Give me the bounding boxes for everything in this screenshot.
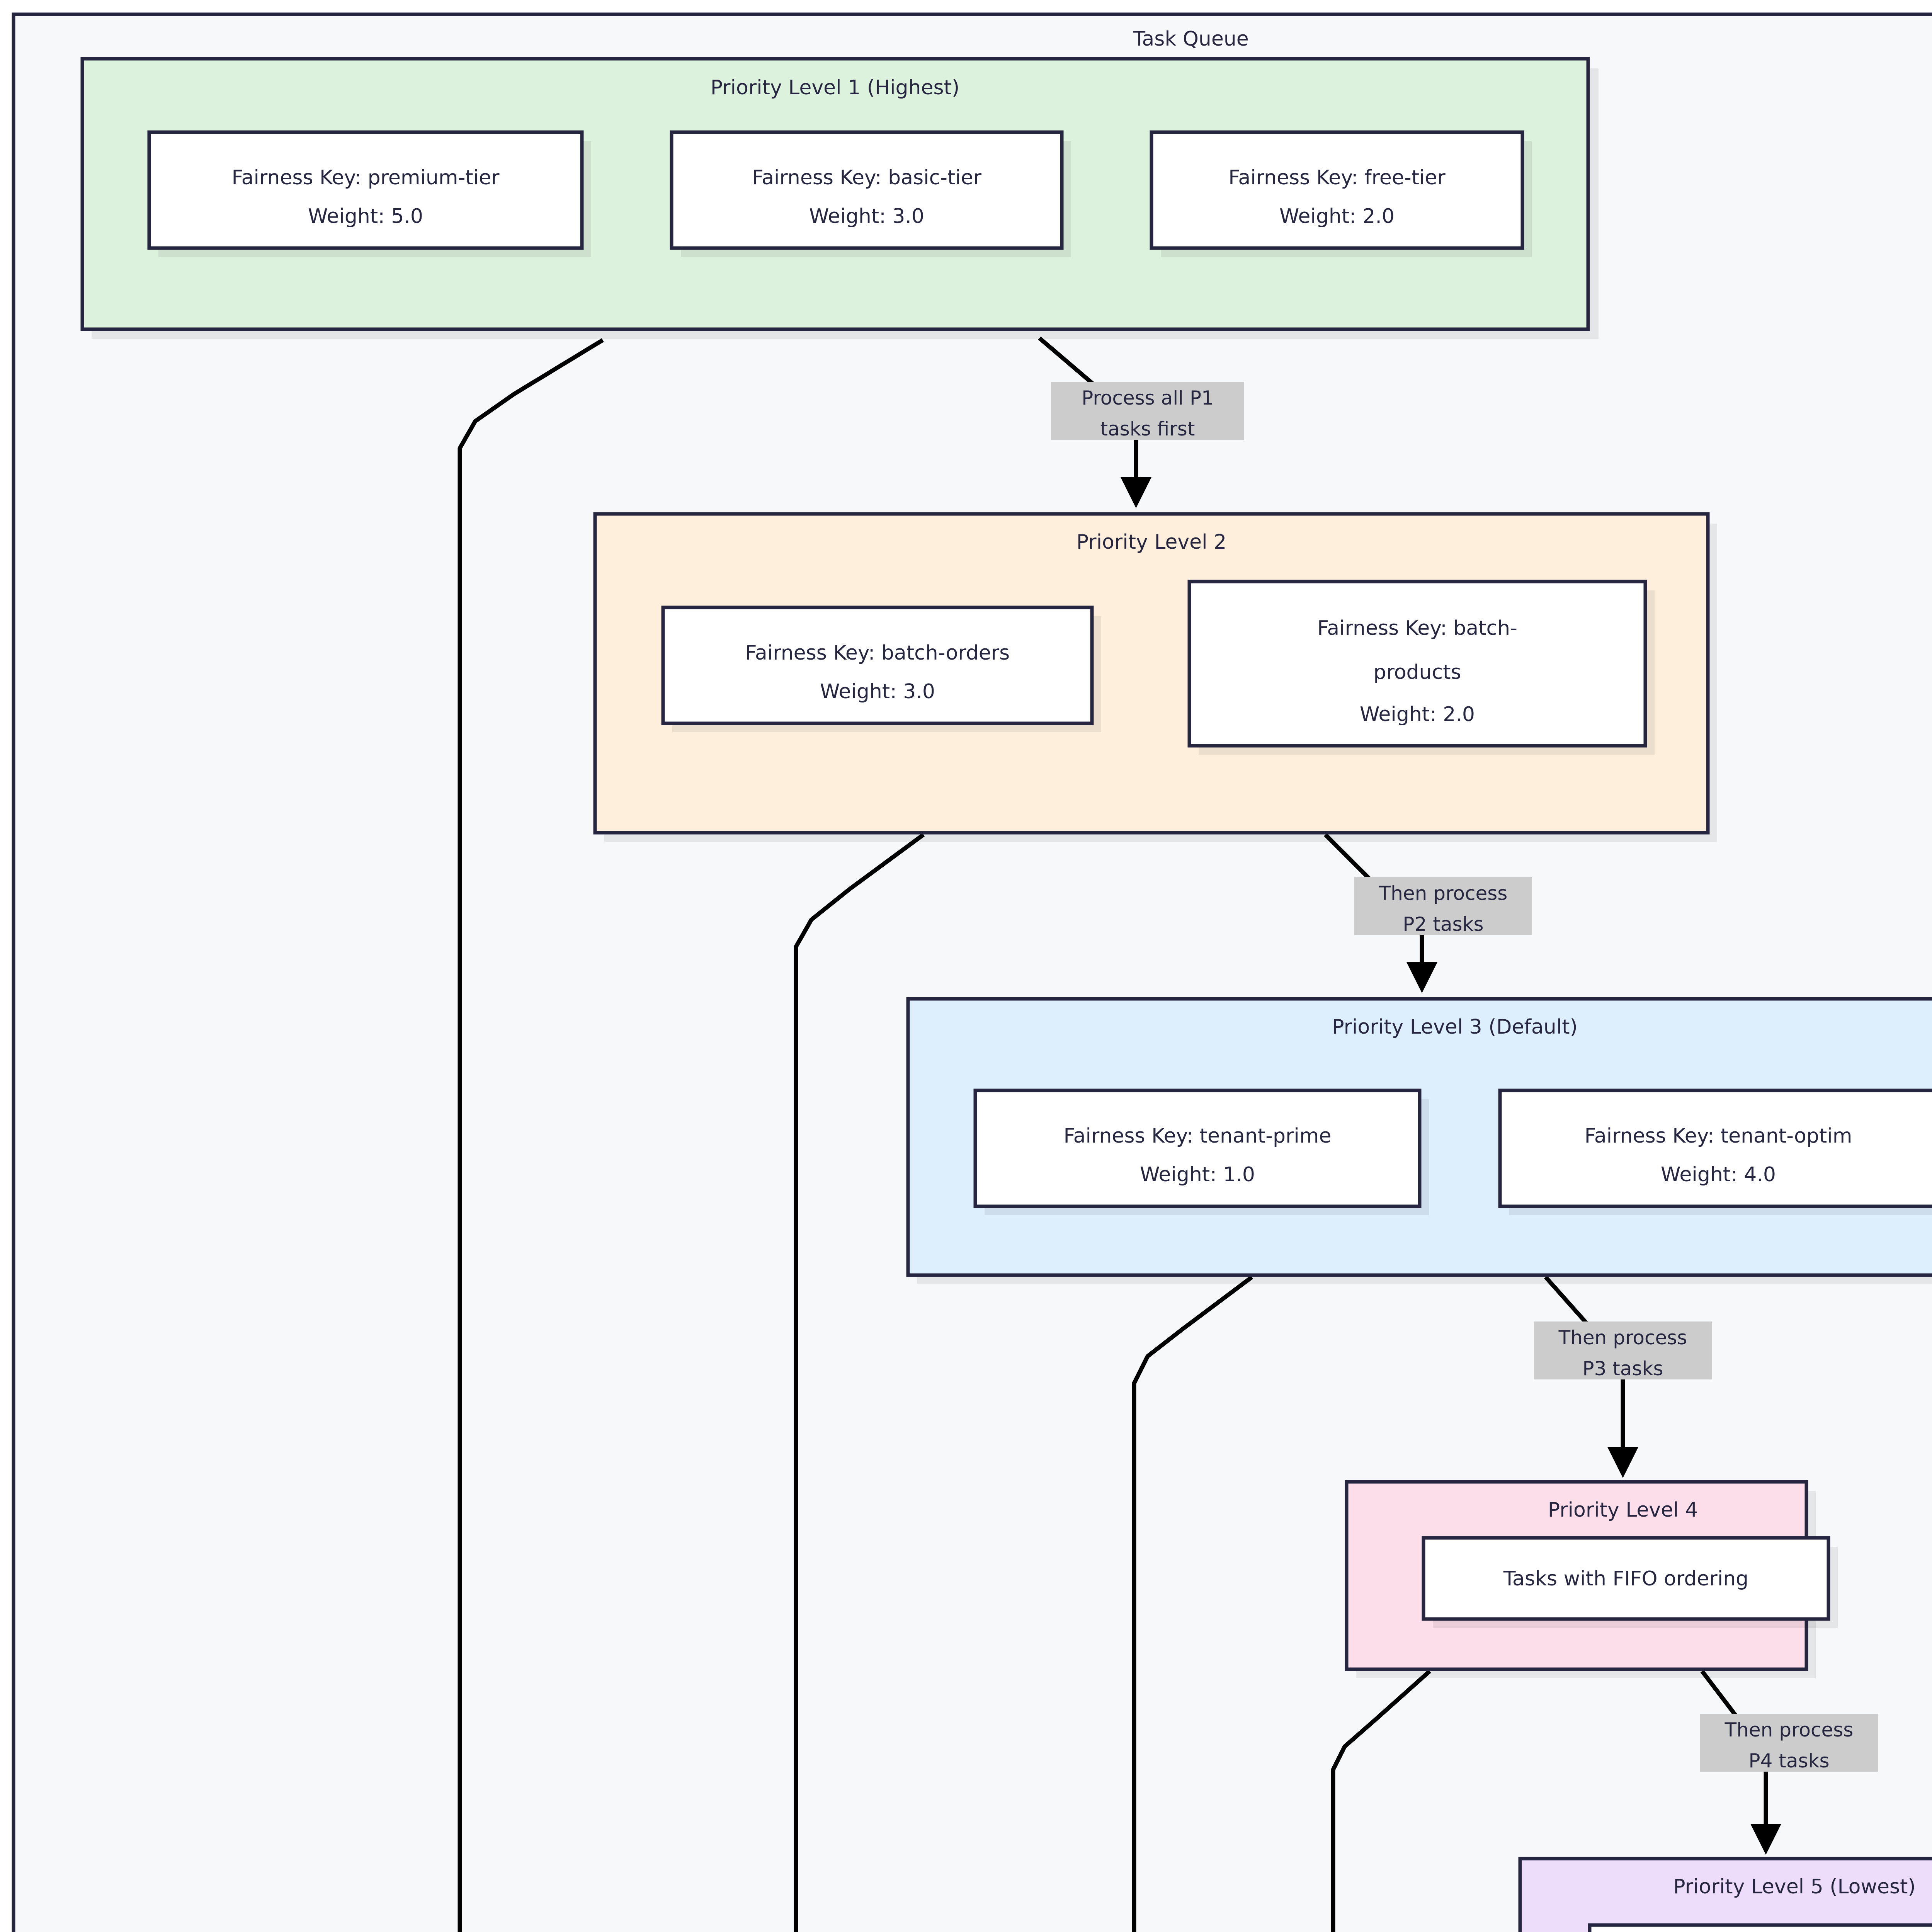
edge-p1-workers bbox=[457, 338, 604, 1932]
edge-label-e3-bg bbox=[1534, 1321, 1712, 1379]
edge-p3-workers bbox=[1132, 1275, 1253, 1932]
arrowhead-p3-p4 bbox=[1607, 1447, 1638, 1478]
p2-item-1-weight: Weight: 2.0 bbox=[1360, 703, 1475, 726]
p1-item-0-weight: Weight: 5.0 bbox=[308, 205, 423, 228]
p2-item-0-key: Fairness Key: batch-orders bbox=[745, 641, 1010, 665]
cluster-p1-title: Priority Level 1 (Highest) bbox=[711, 76, 960, 99]
cluster-p4-title: Priority Level 4 bbox=[1548, 1498, 1698, 1522]
p2-item-1-key: Fairness Key: batch- bbox=[1317, 617, 1517, 640]
p3-item-1[interactable] bbox=[1498, 1088, 1932, 1208]
p1-item-2-key: Fairness Key: free-tier bbox=[1228, 166, 1446, 189]
task-queue-title: Task Queue bbox=[1133, 27, 1249, 51]
p1-item-1-key: Fairness Key: basic-tier bbox=[752, 166, 982, 189]
edge-label-e3-line2: P3 tasks bbox=[1582, 1357, 1663, 1380]
p4-item-0[interactable] bbox=[1422, 1536, 1830, 1621]
p2-item-0[interactable] bbox=[661, 605, 1094, 725]
edge-label-e4-line1: Then process bbox=[1725, 1719, 1854, 1741]
p3-item-0[interactable] bbox=[973, 1088, 1422, 1208]
p1-item-1-weight: Weight: 3.0 bbox=[809, 205, 924, 228]
p1-item-0-key: Fairness Key: premium-tier bbox=[231, 166, 500, 189]
cluster-p5-title: Priority Level 5 (Lowest) bbox=[1673, 1875, 1915, 1898]
p1-item-2[interactable] bbox=[1150, 130, 1524, 250]
p5-item-0[interactable] bbox=[1588, 1923, 1932, 1932]
edge-label-e2-line1: Then process bbox=[1379, 882, 1508, 905]
p1-item-2-weight: Weight: 2.0 bbox=[1279, 205, 1395, 228]
edge-label-e1-line2: tasks first bbox=[1100, 418, 1195, 440]
edge-label-e3-line1: Then process bbox=[1558, 1327, 1687, 1349]
edge-label-e1-bg bbox=[1051, 382, 1244, 440]
p3-item-1-weight: Weight: 4.0 bbox=[1661, 1163, 1776, 1186]
p2-item-1[interactable] bbox=[1187, 580, 1647, 748]
cluster-p3-title: Priority Level 3 (Default) bbox=[1332, 1015, 1578, 1039]
edge-label-e2-bg bbox=[1354, 877, 1532, 935]
cluster-p5[interactable] bbox=[1518, 1857, 1932, 1932]
edge-p2-workers bbox=[794, 833, 925, 1932]
arrowhead-p2-p3 bbox=[1406, 962, 1437, 993]
p4-item-0-label: Tasks with FIFO ordering bbox=[1503, 1567, 1748, 1590]
p3-item-0-key: Fairness Key: tenant-prime bbox=[1064, 1124, 1332, 1148]
p3-item-1-key: Fairness Key: tenant-optim bbox=[1585, 1124, 1852, 1148]
p1-item-0[interactable] bbox=[147, 130, 584, 250]
p2-item-1-key2: products bbox=[1373, 661, 1461, 684]
edge-label-e4-bg bbox=[1700, 1714, 1878, 1772]
arrowhead-p1-p2 bbox=[1121, 477, 1151, 508]
p3-item-0-weight: Weight: 1.0 bbox=[1140, 1163, 1255, 1186]
p2-item-0-weight: Weight: 3.0 bbox=[820, 680, 935, 703]
p1-item-1[interactable] bbox=[670, 130, 1064, 250]
edge-label-e1-line1: Process all P1 bbox=[1082, 387, 1214, 409]
edge-label-e2-line2: P2 tasks bbox=[1403, 913, 1483, 935]
edge-label-e4-line2: P4 tasks bbox=[1748, 1750, 1829, 1772]
edge-p4-workers bbox=[1331, 1669, 1431, 1932]
arrowhead-p4-p5 bbox=[1750, 1824, 1781, 1855]
cluster-p2-title: Priority Level 2 bbox=[1077, 531, 1226, 554]
